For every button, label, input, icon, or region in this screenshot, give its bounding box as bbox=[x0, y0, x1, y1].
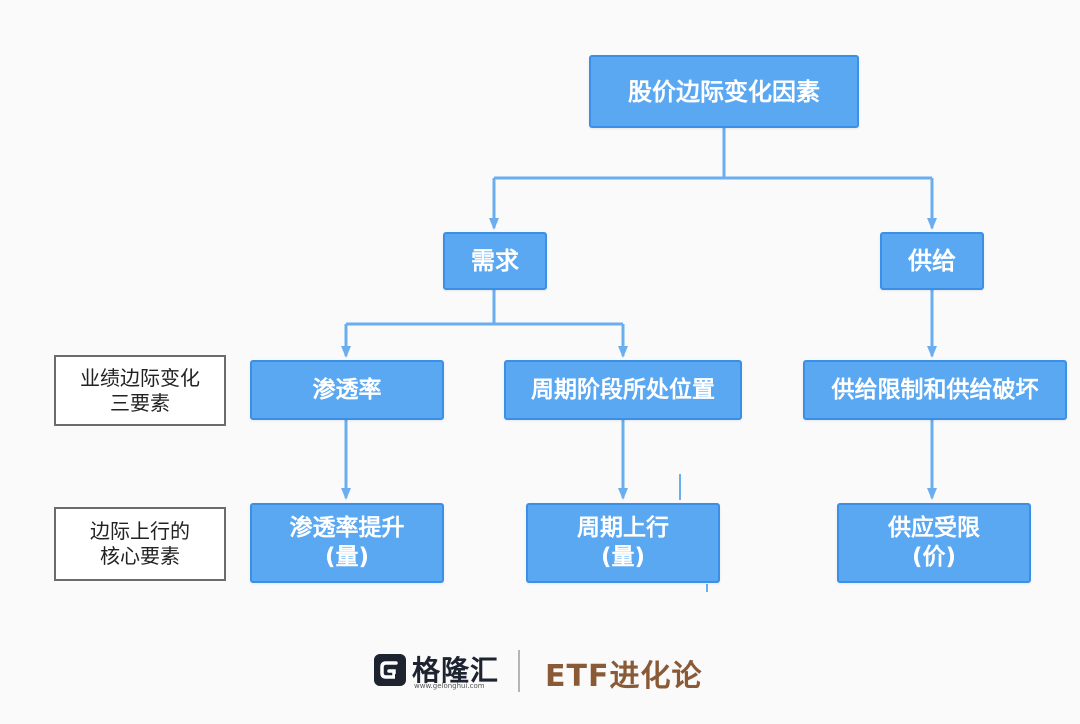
node-cycle-up-line2: (量) bbox=[600, 544, 646, 570]
node-cycle-up-line1: 周期上行 bbox=[577, 515, 669, 542]
row-label-core-factors-line2: 核心要素 bbox=[100, 544, 180, 568]
logo-name: 格隆汇 bbox=[412, 654, 500, 687]
node-penetration: 渗透率 bbox=[250, 360, 444, 420]
node-root-label: 股价边际变化因素 bbox=[628, 77, 820, 106]
node-cycle-up: 周期上行 (量) bbox=[526, 503, 720, 583]
row-label-three-factors-line2: 三要素 bbox=[110, 390, 170, 415]
gelonghui-logo-icon bbox=[374, 654, 406, 686]
node-cycle-position-label: 周期阶段所处位置 bbox=[531, 376, 715, 403]
row-label-core-factors: 边际上行的 核心要素 bbox=[54, 507, 226, 581]
node-supply-limit: 供给限制和供给破坏 bbox=[803, 360, 1067, 420]
footer-divider bbox=[518, 650, 520, 692]
footer-brand: ETF进化论 bbox=[545, 659, 703, 694]
row-label-three-factors: 业绩边际变化 三要素 bbox=[54, 355, 226, 426]
node-penetration-up: 渗透率提升 (量) bbox=[250, 503, 444, 583]
node-demand: 需求 bbox=[443, 232, 547, 290]
node-penetration-up-line2: (量) bbox=[324, 544, 370, 570]
row-label-core-factors-line1: 边际上行的 bbox=[90, 519, 190, 543]
node-supply: 供给 bbox=[880, 232, 984, 290]
node-cycle-position: 周期阶段所处位置 bbox=[504, 360, 742, 420]
node-supply-limit-label: 供给限制和供给破坏 bbox=[831, 376, 1039, 403]
row-label-three-factors-line1: 业绩边际变化 bbox=[80, 365, 200, 390]
node-penetration-label: 渗透率 bbox=[312, 376, 382, 403]
footer: 格隆汇 www.gelonghui.com ETF进化论 bbox=[0, 640, 1080, 700]
node-penetration-up-line1: 渗透率提升 bbox=[289, 515, 405, 542]
node-supply-restricted: 供应受限 (价) bbox=[837, 503, 1031, 583]
node-demand-label: 需求 bbox=[471, 247, 519, 275]
node-supply-restricted-line1: 供应受限 bbox=[888, 515, 980, 542]
logo-url: www.gelonghui.com bbox=[414, 682, 485, 690]
node-root: 股价边际变化因素 bbox=[589, 55, 859, 128]
node-supply-restricted-line2: (价) bbox=[911, 544, 957, 570]
node-supply-label: 供给 bbox=[908, 247, 956, 275]
